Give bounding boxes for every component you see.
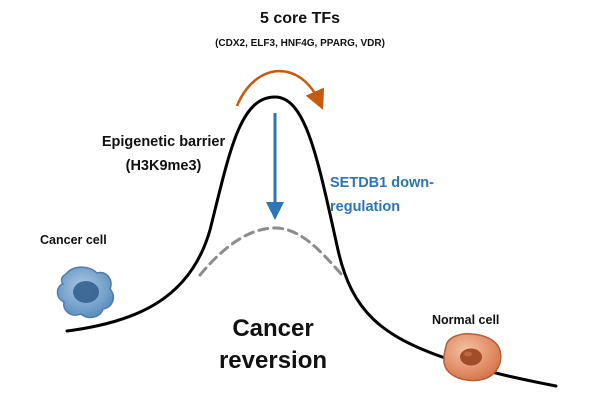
reversion-label-line2: reversion	[218, 347, 328, 374]
core-tfs-list: (CDX2, ELF3, HNF4G, PPARG, VDR)	[215, 38, 385, 49]
normal-cell-icon	[443, 333, 502, 382]
cancer-reversion-label: Cancer reversion	[193, 313, 353, 377]
barrier-label-line1: Epigenetic barrier	[101, 134, 226, 150]
cancer-cell-icon	[56, 266, 114, 319]
setdb1-label: SETDB1 down- regulation	[330, 171, 434, 219]
reversion-label-line1: Cancer	[232, 315, 314, 342]
core-tfs-title: 5 core TFs	[259, 10, 341, 27]
cancer-cell-label: Cancer cell	[40, 233, 107, 247]
tf-transition-arrow	[235, 69, 325, 110]
lowered-barrier-curve	[198, 226, 344, 277]
setdb1-label-line2: regulation	[330, 199, 401, 215]
barrier-label-line2: (H3K9me3)	[125, 158, 202, 174]
setdb1-label-line1: SETDB1 down-	[330, 175, 434, 191]
normal-cell-label: Normal cell	[432, 313, 500, 327]
epigenetic-barrier-label: Epigenetic barrier (H3K9me3)	[76, 130, 251, 178]
